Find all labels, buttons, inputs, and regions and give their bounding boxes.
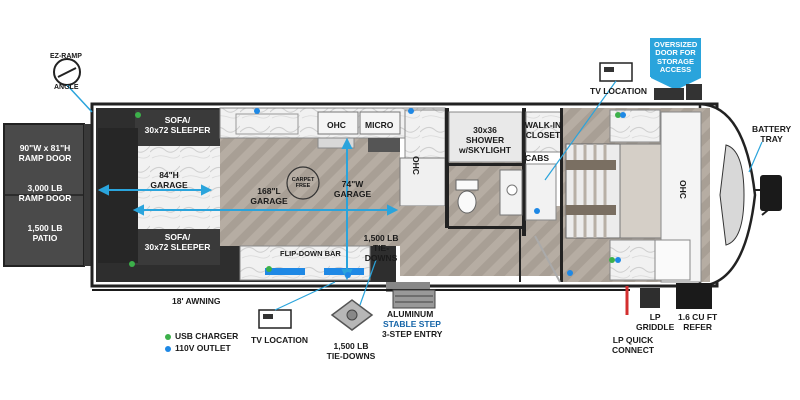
usb-dot bbox=[615, 112, 621, 118]
flip-down-bar-label: FLIP-DOWN BAR bbox=[280, 249, 341, 258]
carpet-free-label: CARPET FREE bbox=[291, 177, 315, 190]
sofa-bottom-label: SOFA/ 30x72 SLEEPER bbox=[144, 232, 211, 252]
garage-width-label: 74"W GARAGE bbox=[333, 179, 372, 199]
outlet-legend-dot bbox=[165, 345, 171, 352]
carpet-free-stamp bbox=[286, 166, 320, 200]
tv-location-top-label: TV LOCATION bbox=[590, 86, 647, 96]
tv-location-bottom-label: TV LOCATION bbox=[251, 335, 308, 345]
micro-label: MICRO bbox=[365, 120, 394, 130]
garage-floor bbox=[220, 138, 400, 246]
outlet-legend-label: 110V OUTLET bbox=[175, 343, 231, 353]
griddle-icon bbox=[640, 288, 660, 308]
legend-usb: USB CHARGER bbox=[165, 331, 238, 341]
tie-downs-interior-label: 1,500 LB TIE-DOWNS bbox=[363, 233, 399, 263]
outlet-dot bbox=[254, 108, 260, 114]
lp-griddle-label: LP GRIDDLE bbox=[636, 312, 675, 332]
oversized-door-callout: OVERSIZED DOOR FOR STORAGE ACCESS bbox=[650, 38, 701, 77]
refer-icon bbox=[676, 283, 712, 309]
awning-label: 18' AWNING bbox=[172, 296, 221, 306]
sofa-top-label: SOFA/ 30x72 SLEEPER bbox=[144, 115, 211, 135]
ramp-door-size: 90"W x 81"H RAMP DOOR bbox=[18, 143, 72, 163]
usb-dot bbox=[135, 112, 141, 118]
usb-legend-label: USB CHARGER bbox=[175, 331, 239, 341]
walk-in-closet-label: WALK-IN CLOSET bbox=[524, 120, 562, 140]
usb-dot bbox=[266, 266, 272, 272]
tie-downs-callout-label: 1,500 LB TIE-DOWNS bbox=[326, 341, 376, 361]
legend-outlet: 110V OUTLET bbox=[165, 343, 231, 353]
battery-tray-label: BATTERY TRAY bbox=[752, 124, 792, 144]
usb-dot bbox=[129, 261, 135, 267]
stable-step-label: STABLE STEP bbox=[383, 319, 441, 329]
stable-step-icon bbox=[392, 289, 436, 309]
ohc-bed-label: OHC bbox=[678, 180, 688, 199]
outlet-dot bbox=[345, 272, 351, 278]
step-entry-label: 3-STEP ENTRY bbox=[382, 329, 443, 339]
patio-label: 1,500 LB PATIO bbox=[27, 223, 63, 243]
outlet-dot bbox=[615, 257, 621, 263]
tie-down-icon bbox=[330, 299, 374, 331]
sofa-bottom bbox=[135, 229, 220, 265]
outlet-dot bbox=[567, 270, 573, 276]
aluminum-label: ALUMINUM bbox=[387, 309, 434, 319]
ramp-door-weight: 3,000 LB RAMP DOOR bbox=[18, 183, 72, 203]
lp-quick-connect-label: LP QUICK CONNECT bbox=[612, 335, 655, 355]
outlet-dot bbox=[408, 108, 414, 114]
garage-height-label: 84"H GARAGE bbox=[150, 170, 188, 190]
outlet-dot bbox=[620, 112, 626, 118]
ohc-top-label: OHC bbox=[327, 120, 346, 130]
battery-tray-icon bbox=[760, 175, 782, 211]
outlet-dot bbox=[534, 208, 540, 214]
usb-legend-dot bbox=[165, 333, 171, 340]
shower-label: 30x36 SHOWER w/SKYLIGHT bbox=[459, 125, 511, 155]
angle-label: ANGLE bbox=[54, 84, 79, 91]
usb-dot bbox=[609, 257, 615, 263]
refer-label: 1.6 CU FT REFER bbox=[678, 312, 718, 332]
cabs-label: CABS bbox=[525, 153, 550, 163]
ohc-side-label: OHC bbox=[411, 156, 421, 175]
garage-length-label: 168"L GARAGE bbox=[250, 186, 288, 206]
sofa-top bbox=[135, 110, 220, 146]
ez-ramp-label: EZ-RAMP bbox=[50, 53, 82, 60]
